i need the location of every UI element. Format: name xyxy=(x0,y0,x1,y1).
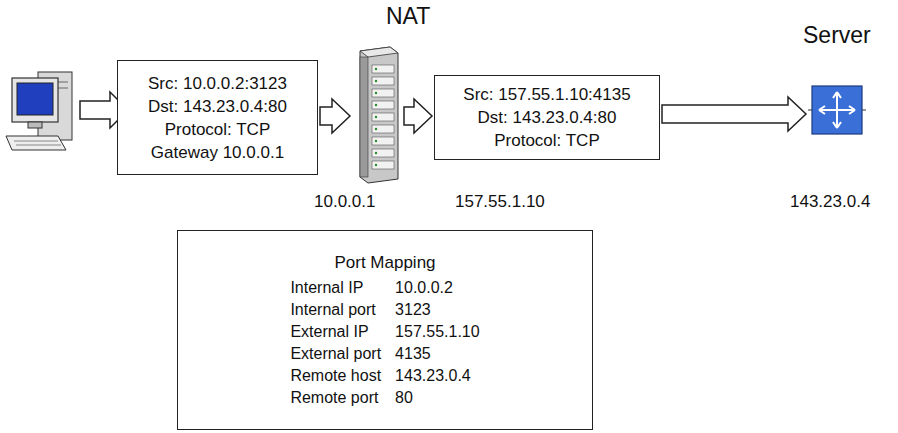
device-title: Server xyxy=(803,22,871,49)
field-name: External IP xyxy=(290,321,381,343)
field-name: Internal port xyxy=(290,299,381,321)
ip-address-label: 143.23.0.4 xyxy=(790,192,870,212)
header-field: Protocol: TCP xyxy=(118,118,317,141)
ip-address-label: 10.0.0.1 xyxy=(314,192,375,212)
header-field: Dst: 143.23.0.4:80 xyxy=(118,95,317,118)
port-mapping-table: Port MappingInternal IP10.0.0.2Internal … xyxy=(177,230,593,430)
nat-device-icon xyxy=(352,45,402,185)
field-name: Remote host xyxy=(290,365,381,387)
field-value: 4135 xyxy=(395,343,480,365)
field-name: Internal IP xyxy=(290,277,381,299)
header-field: Dst: 143.23.0.4:80 xyxy=(435,106,659,129)
field-value: 157.55.1.10 xyxy=(395,321,480,343)
header-field: Protocol: TCP xyxy=(435,129,659,152)
field-value: 143.23.0.4 xyxy=(395,365,480,387)
field-value: 80 xyxy=(395,387,480,409)
flow-arrow xyxy=(320,99,350,133)
packet-header-box: Src: 157.55.1.10:4135Dst: 143.23.0.4:80P… xyxy=(434,75,660,160)
header-field: Src: 10.0.0.2:3123 xyxy=(118,72,317,95)
field-name: Remote port xyxy=(290,387,381,409)
table-heading: Port Mapping xyxy=(178,251,592,274)
mapping-grid: Internal IP 10.0.0.2Internal port 3123Exte… xyxy=(178,277,592,409)
server-device: Server xyxy=(808,80,866,140)
header-field: Gateway 10.0.0.1 xyxy=(118,141,317,164)
field-name: External port xyxy=(290,343,381,365)
header-field: Src: 157.55.1.10:4135 xyxy=(435,83,659,106)
ip-address-label: 157.55.1.10 xyxy=(455,192,545,212)
flow-arrow xyxy=(662,97,806,131)
packet-header-box: Src: 10.0.0.2:3123Dst: 143.23.0.4:80Prot… xyxy=(117,60,318,175)
device-title: NAT xyxy=(386,3,430,30)
flow-arrow xyxy=(404,99,432,133)
nat-device: NAT xyxy=(352,45,402,185)
server-icon xyxy=(808,80,866,140)
field-value: 3123 xyxy=(395,299,480,321)
computer-icon xyxy=(6,72,72,150)
field-value: 10.0.0.2 xyxy=(395,277,480,299)
